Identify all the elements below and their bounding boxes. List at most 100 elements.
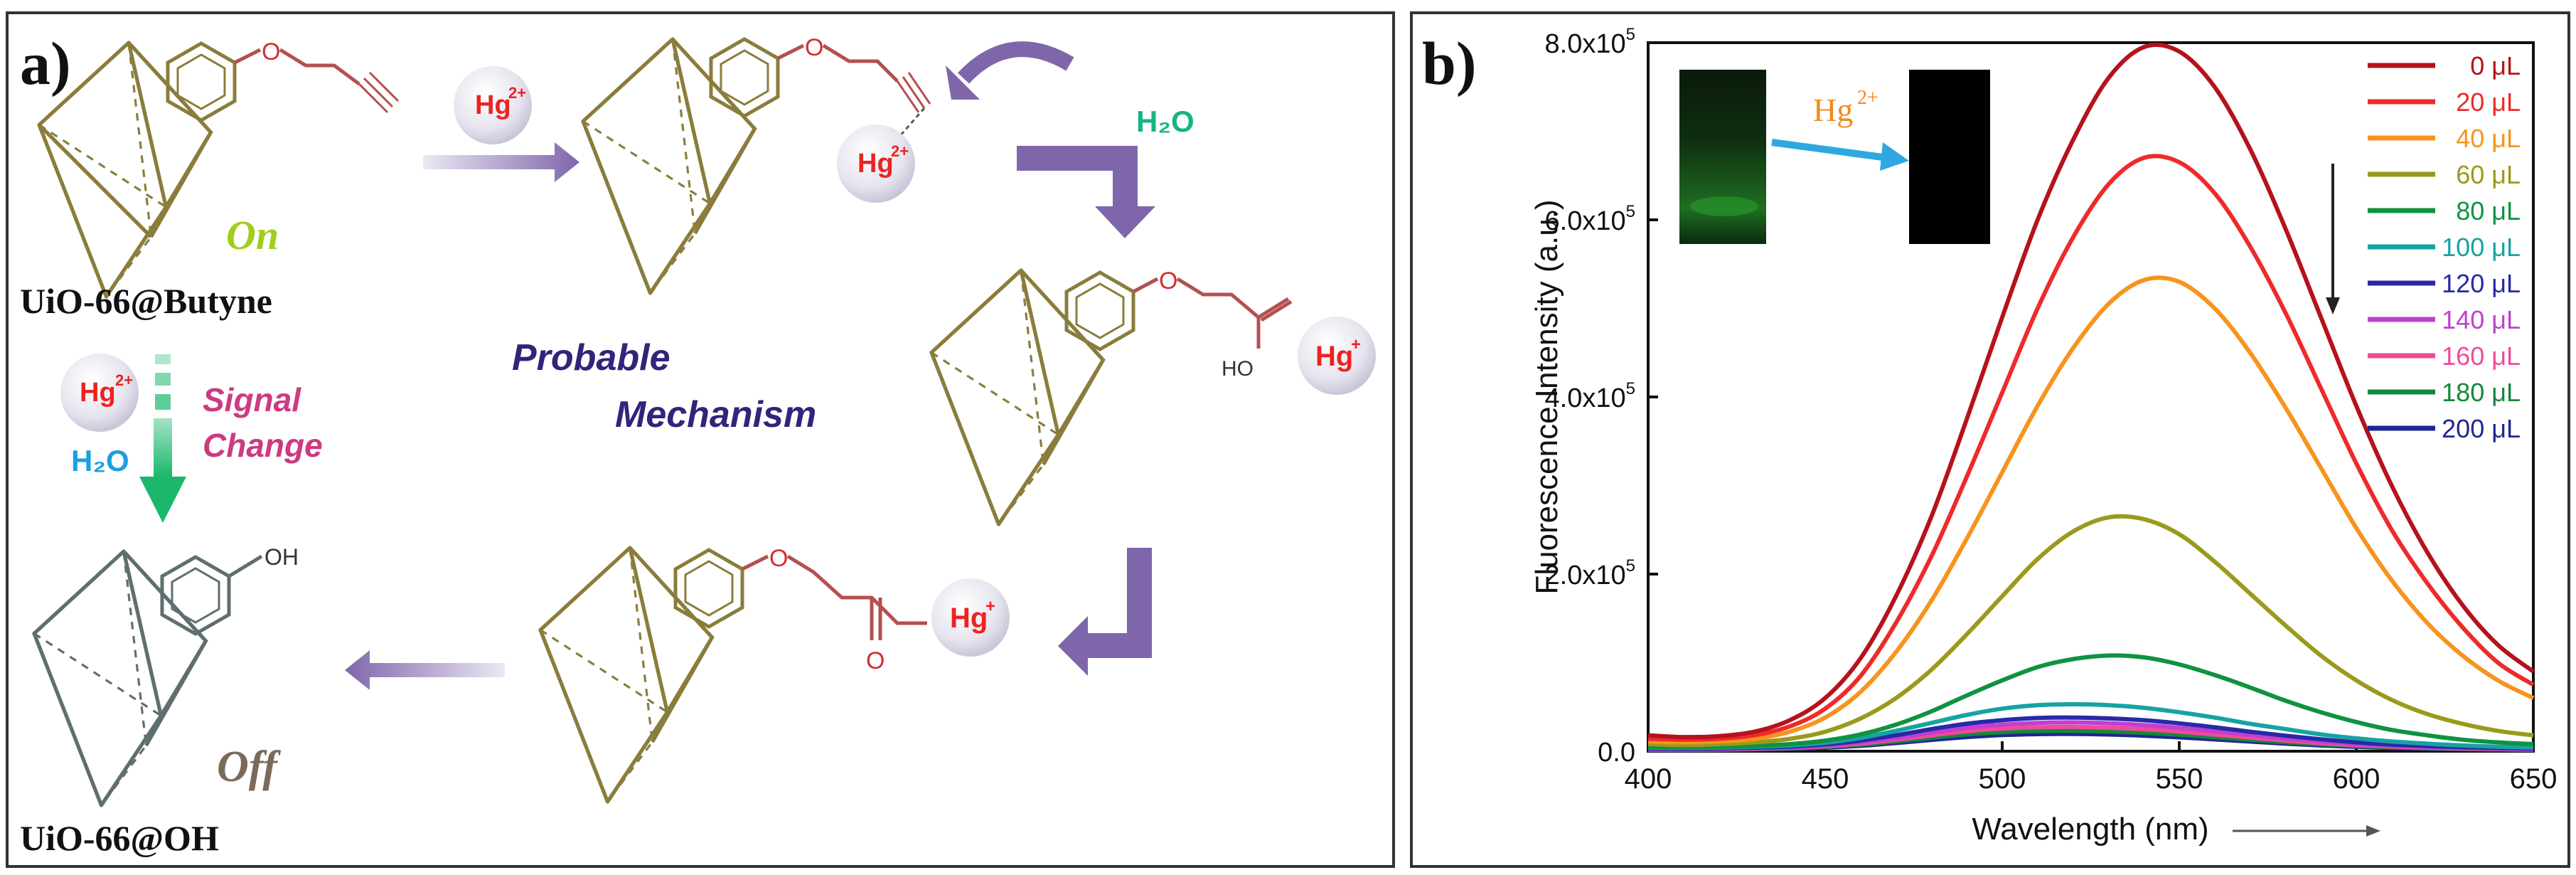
y-tick-label: 6.0x105 [1545, 202, 1635, 236]
svg-text:+: + [1351, 335, 1361, 354]
y-tick-label: 0.0 [1598, 738, 1635, 768]
hg-ball-enol: Hg + [1298, 317, 1376, 395]
inset-arrow [1771, 139, 1888, 161]
hg-ball-left: Hg 2+ [60, 354, 139, 432]
svg-text:2+: 2+ [1857, 87, 1878, 109]
series-line [1647, 154, 2535, 742]
series-lines [1647, 42, 2535, 753]
mechanism-line1: Probable [512, 337, 670, 378]
arrow-step4 [345, 650, 505, 690]
inset-before-image [1679, 70, 1766, 244]
decrease-arrow-head [2326, 297, 2340, 314]
cage-hg-bound [581, 37, 757, 295]
legend-label: 120 μL [2442, 269, 2521, 298]
svg-text:2+: 2+ [115, 371, 133, 389]
y-axis-ticks: 0.0 2.0x105 4.0x105 6.0x105 8.0x105 [1545, 25, 1658, 768]
arrow-step1 [423, 142, 579, 182]
legend-label: 100 μL [2442, 233, 2521, 262]
arrow-curved-hg-head [946, 65, 980, 100]
arrow-curved-hg-approach [957, 41, 1074, 84]
legend-label: 80 μL [2456, 196, 2521, 226]
x-axis-title: Wavelength (nm) [1972, 812, 2208, 847]
cage-ketone [538, 546, 715, 804]
benzene-ring-hg [709, 37, 931, 143]
signal-line2: Change [203, 427, 323, 464]
legend-label: 140 μL [2442, 305, 2521, 334]
arrow-step3-bent [1058, 548, 1152, 676]
enol-oxygen: O [1159, 267, 1177, 295]
y-tick-exponent: 5 [1626, 202, 1635, 221]
legend-label: 160 μL [2442, 341, 2521, 371]
x-tick-label: 650 [2510, 763, 2558, 795]
y-tick-exponent: 5 [1626, 25, 1635, 44]
hg-oxygen: O [805, 34, 823, 61]
inset-glow [1690, 196, 1758, 216]
inset-after-image [1909, 70, 1990, 244]
cage-butyne [37, 41, 213, 299]
cage-oh [32, 549, 208, 807]
series-line [1647, 514, 2534, 748]
y-axis-title: Fluorescence Intensity (a.u.) [1529, 199, 1564, 594]
mechanism-line2: Mechanism [615, 394, 816, 435]
arrow-step2-bent [1017, 146, 1155, 238]
svg-text:Hg: Hg [1315, 341, 1353, 372]
y-tick-exponent: 5 [1626, 379, 1635, 398]
hg-ball-ketone: Hg + [931, 578, 1010, 657]
panel-a: a) [6, 11, 1395, 868]
ketone-oxygen: O [769, 545, 788, 572]
butyne-name: UiO-66@Butyne [20, 281, 272, 321]
legend-label: 0 μL [2470, 51, 2521, 80]
legend: 0 μL 20 μL 40 μL 60 μL 80 μL 100 μL 120 μL 140 … [2368, 51, 2521, 443]
svg-text:2+: 2+ [508, 84, 526, 102]
svg-text:Hg: Hg [950, 603, 988, 634]
y-tick-label: 4.0x105 [1545, 379, 1635, 413]
svg-text:2+: 2+ [891, 142, 909, 160]
butyne-oxygen: O [262, 38, 280, 65]
x-tick-label: 400 [1625, 763, 1672, 795]
x-tick-label: 450 [1802, 763, 1849, 795]
svg-text:+: + [985, 597, 995, 616]
signal-line1: Signal [203, 381, 301, 418]
legend-label: 180 μL [2442, 378, 2521, 407]
benzene-ring-ketone [673, 548, 927, 640]
y-tick-exponent: 5 [1626, 556, 1635, 576]
inset-arrow-head [1880, 142, 1909, 171]
cage-enol [929, 268, 1106, 526]
x-axis-title-arrow-head [2366, 825, 2380, 837]
series-line [1647, 275, 2535, 745]
legend-label: 200 μL [2442, 414, 2521, 443]
panel-b-label: b) [1422, 29, 1476, 97]
x-tick-label: 500 [1979, 763, 2026, 795]
water-label-left: H₂O [71, 444, 129, 477]
off-label: Off [217, 743, 281, 791]
series-line [1647, 653, 2534, 750]
inset-hg-label: Hg 2+ [1813, 87, 1878, 128]
panel-b: b) 0.0 2.0x105 4.0x105 6.0x105 8.0x105 400 45… [1410, 11, 2570, 868]
svg-text:Hg: Hg [475, 90, 511, 120]
signal-change-arrow [139, 354, 186, 523]
svg-text:Hg: Hg [1813, 92, 1853, 128]
legend-label: 60 μL [2456, 160, 2521, 189]
oh-name: UiO-66@OH [20, 818, 219, 858]
hg-ball-step2: Hg 2+ [837, 124, 915, 203]
series-line [1647, 42, 2535, 740]
benzene-ring-butyne [166, 41, 400, 122]
legend-label: 40 μL [2456, 124, 2521, 153]
y-tick-label: 8.0x105 [1545, 25, 1635, 59]
x-axis-ticks: 400 450 500 550 600 650 [1625, 741, 2558, 795]
on-label: On [226, 212, 279, 258]
x-tick-label: 550 [2156, 763, 2203, 795]
y-tick-label: 2.0x105 [1545, 556, 1635, 590]
x-tick-label: 600 [2333, 763, 2380, 795]
water-label-step2: H₂O [1136, 105, 1195, 138]
svg-text:Hg: Hg [857, 149, 894, 179]
benzene-ring-enol [1064, 270, 1293, 351]
benzene-ring-oh [160, 554, 263, 636]
svg-text:Hg: Hg [80, 378, 116, 408]
ketone-carbonyl-oxygen: O [866, 647, 885, 674]
oh-group-label: OH [264, 544, 299, 570]
legend-label: 20 μL [2456, 88, 2521, 117]
panel-a-label: a) [20, 29, 71, 97]
enol-hydroxyl: HO [1222, 357, 1254, 381]
